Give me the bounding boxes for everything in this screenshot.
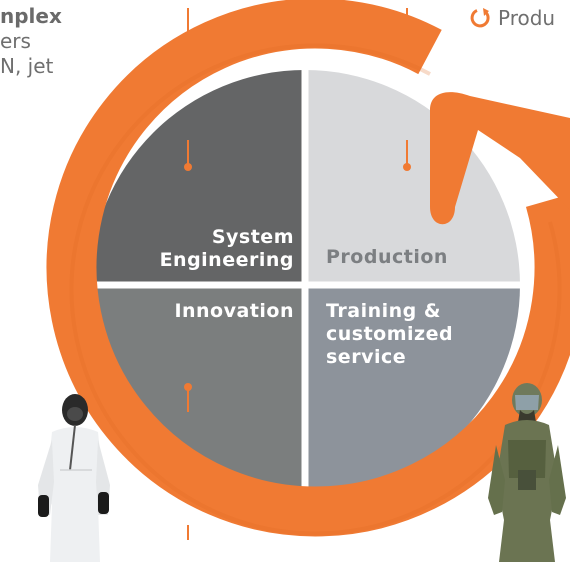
- innovation-label: Innovation: [174, 300, 294, 322]
- caption-line-3: N, jet: [0, 54, 54, 78]
- tick-dot-upper-right: [403, 163, 411, 171]
- quadrant-label-training: Training & customized service: [326, 300, 453, 369]
- caption-line-1: nplex: [0, 4, 62, 28]
- quadrant-innovation: [90, 285, 305, 500]
- timeline-ticks: [184, 8, 411, 540]
- caption-text-block: nplex ers N, jet: [0, 4, 62, 79]
- legend-label: Produ: [498, 6, 556, 30]
- quadrant-label-innovation: Innovation: [174, 300, 294, 323]
- quadrant-group: [80, 60, 530, 510]
- pilot-gear-person-icon: [488, 383, 566, 562]
- tick-dot-upper-left: [184, 163, 192, 171]
- tick-dot-lower-left: [184, 383, 192, 391]
- production-label: Production: [326, 246, 448, 268]
- hazmat-suit-person-icon: [38, 394, 110, 562]
- training-line-2: customized: [326, 323, 454, 345]
- cycle-arrow-head: [430, 92, 570, 225]
- training-line-3: service: [326, 346, 407, 368]
- quadrant-label-production: Production: [326, 246, 448, 269]
- refresh-cycle-icon: [470, 8, 490, 28]
- quadrant-system-engineering: [90, 70, 305, 285]
- quadrant-label-system-engineering: System Engineering: [160, 226, 294, 272]
- caption-line-2: ers: [0, 29, 31, 53]
- system-engineering-line-2: Engineering: [159, 249, 294, 271]
- quadrant-production: [305, 70, 520, 285]
- training-line-1: Training &: [326, 300, 441, 322]
- quadrant-training: [305, 285, 520, 500]
- system-engineering-line-1: System: [211, 226, 294, 248]
- legend-item-production: Produ: [468, 6, 555, 30]
